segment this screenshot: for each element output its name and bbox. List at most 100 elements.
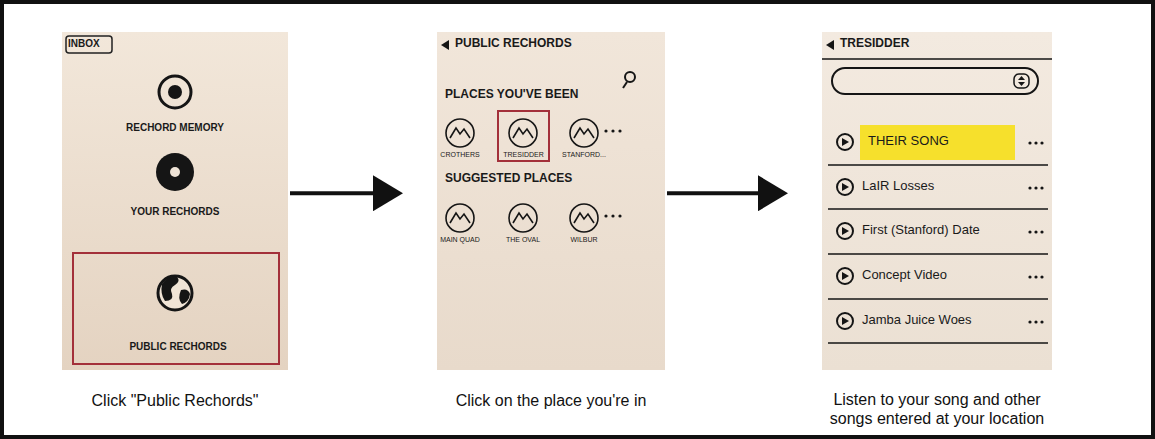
flow-arrow <box>667 191 768 195</box>
item-text: WILBUR <box>570 236 597 244</box>
disc-hole <box>170 167 180 177</box>
row-rule <box>828 164 1048 166</box>
row-menus <box>1028 141 1043 323</box>
dot <box>1040 275 1043 278</box>
dot <box>1034 186 1037 189</box>
place-icon <box>570 204 598 232</box>
item-text: YOUR RECHORDS <box>131 206 220 218</box>
place-icon <box>570 119 598 147</box>
item-text: MAIN QUAD <box>440 236 480 244</box>
item-text: Concept Video <box>862 268 947 283</box>
disc <box>156 153 194 191</box>
item-text: PLACES YOU'VE BEEN <box>445 88 578 102</box>
mountain <box>574 213 594 223</box>
place-icon <box>509 119 537 147</box>
play-triangle <box>842 317 849 325</box>
search-lens <box>625 72 635 82</box>
step-caption: Click "Public Rechords" <box>45 391 305 410</box>
highlight-box: TRESIDDER <box>497 110 550 162</box>
step-caption: Click on the place you're in <box>421 391 681 410</box>
dot <box>1034 320 1037 323</box>
play-ring <box>837 313 853 329</box>
item-text: SUGGESTED PLACES <box>445 172 572 186</box>
place-icon <box>446 204 474 232</box>
dot <box>1040 320 1043 323</box>
disc-icon <box>156 153 194 191</box>
mountain <box>513 128 533 138</box>
search-handle <box>623 82 627 88</box>
back-arrow <box>441 40 449 50</box>
dot <box>604 129 607 132</box>
up-caret <box>1018 76 1025 80</box>
play-triangle <box>842 138 849 146</box>
row-rule <box>828 342 1048 344</box>
header-rule <box>822 58 1052 60</box>
mountain <box>513 213 533 223</box>
record-icon <box>159 76 191 108</box>
play-ring <box>837 134 853 150</box>
dot <box>611 129 614 132</box>
globe-icon <box>158 276 192 310</box>
globe-land <box>161 277 178 301</box>
down-caret <box>1018 82 1025 86</box>
screen-text: PUBLIC RECHORDS <box>455 37 572 51</box>
item-text: RECHORD MEMORY <box>126 122 224 134</box>
item-text: First (Stanford) Date <box>862 223 980 238</box>
place-icon <box>446 119 474 147</box>
back-arrow <box>826 40 834 50</box>
dropdown-box <box>832 68 1038 94</box>
screen-paper <box>437 32 665 370</box>
mountain <box>574 128 594 138</box>
app-screen: TRESIDDER LaIR LossesFirst (Stanford) Dat… <box>822 32 1052 370</box>
dot <box>1040 141 1043 144</box>
dropdown-toggle <box>1014 74 1029 88</box>
dot <box>611 214 614 217</box>
flow-arrow <box>290 191 383 195</box>
globe-land <box>179 290 190 305</box>
screen-paper <box>822 32 1052 370</box>
row-rule <box>828 298 1048 300</box>
place-icons <box>446 119 598 232</box>
dot <box>1028 141 1031 144</box>
item-text: LaIR Losses <box>862 179 934 194</box>
dot <box>604 214 607 217</box>
record-ring <box>159 76 191 108</box>
screen-text: TRESIDDER <box>840 37 909 51</box>
play-triangle <box>842 272 849 280</box>
dot <box>1028 186 1031 189</box>
play-ring <box>837 223 853 239</box>
screen-text: INBOX <box>68 38 100 50</box>
dot <box>1028 275 1031 278</box>
app-screen: PUBLIC RECHORDSPLACES YOU'VE BEENCROTHER… <box>437 32 665 370</box>
row-rule <box>828 208 1048 210</box>
dot <box>618 129 621 132</box>
item-text: THEIR SONG <box>868 134 949 149</box>
dot <box>1028 230 1031 233</box>
search-icon <box>623 72 635 88</box>
step-caption: Listen to your song and other songs ente… <box>820 390 1055 428</box>
play-triangle <box>842 227 849 235</box>
dot <box>1040 230 1043 233</box>
dot <box>1040 186 1043 189</box>
row-rule <box>828 253 1048 255</box>
dot <box>1034 230 1037 233</box>
place-icon <box>509 204 537 232</box>
dot <box>1028 320 1031 323</box>
record-dot <box>168 85 182 99</box>
highlight-box: THEIR SONG <box>860 125 1015 160</box>
dropdown <box>832 68 1038 94</box>
inbox-tab <box>66 36 112 53</box>
dot <box>618 214 621 217</box>
row-rules <box>828 165 1048 343</box>
play-icons <box>837 134 853 329</box>
item-text: TRESIDDER <box>503 151 543 159</box>
mountain <box>450 213 470 223</box>
more-dots <box>604 129 621 217</box>
mountain <box>450 128 470 138</box>
item-text: Jamba Juice Woes <box>862 313 972 328</box>
play-triangle <box>842 183 849 191</box>
